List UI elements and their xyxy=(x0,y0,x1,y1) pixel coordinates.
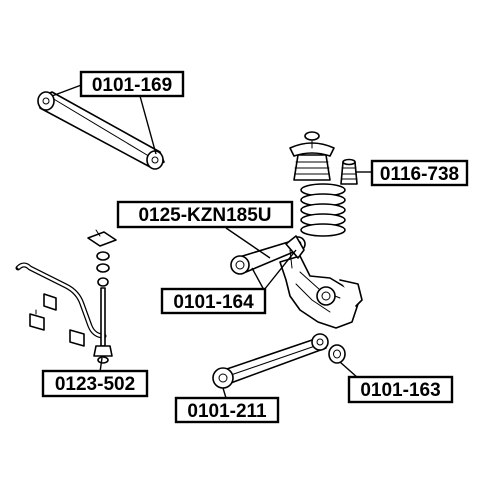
spring-boot xyxy=(289,131,335,181)
stabilizer-bar xyxy=(15,262,107,347)
label-text: 0101-169 xyxy=(92,75,172,96)
coil-spring xyxy=(300,183,346,237)
label-0101-164: 0101-164 xyxy=(160,287,267,315)
leader-lines xyxy=(51,83,372,399)
label-text: 0123-502 xyxy=(55,374,135,395)
stabilizer-link xyxy=(87,229,117,364)
label-0125-KZN185U: 0125-KZN185U xyxy=(116,200,294,229)
label-0101-211: 0101-211 xyxy=(174,396,280,424)
label-0101-169: 0101-169 xyxy=(79,70,185,98)
lower-arm-bushing xyxy=(328,344,346,364)
lower-control-arm xyxy=(212,333,329,389)
label-text: 0101-164 xyxy=(173,292,254,313)
label-text: 0101-163 xyxy=(360,380,440,401)
label-text: 0116-738 xyxy=(380,164,459,185)
label-0101-163: 0101-163 xyxy=(347,375,454,404)
label-0123-502: 0123-502 xyxy=(41,369,149,398)
upper-control-arm-left xyxy=(37,91,165,170)
label-0116-738: 0116-738 xyxy=(370,159,469,187)
bump-stop xyxy=(340,158,358,185)
axle-carrier xyxy=(279,235,363,329)
label-text: 0125-KZN185U xyxy=(138,205,271,226)
label-text: 0101-211 xyxy=(187,401,267,422)
